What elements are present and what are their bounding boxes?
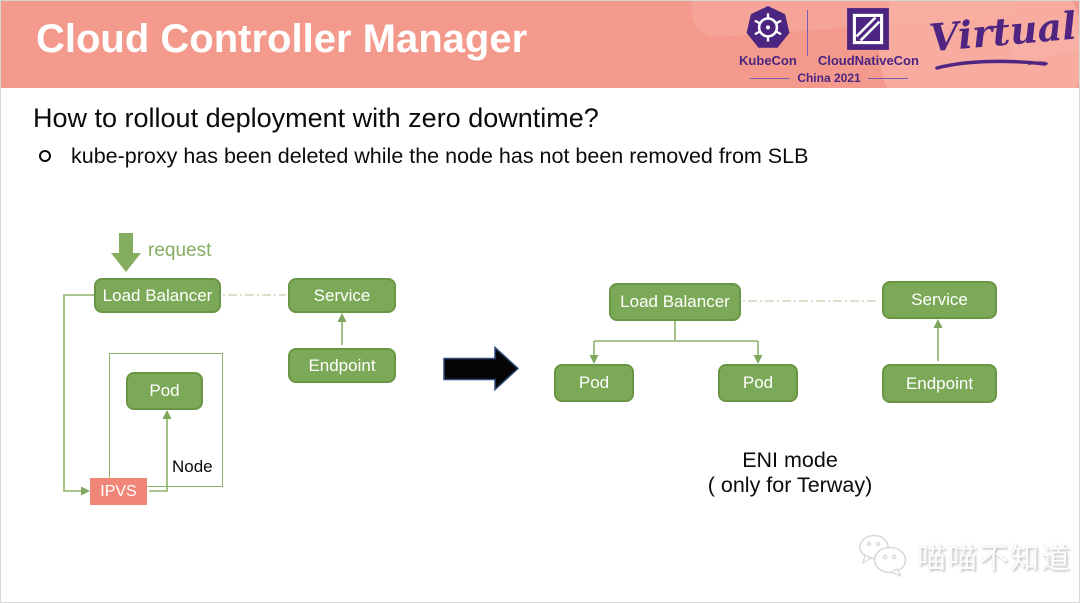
transition-arrow-icon	[443, 345, 520, 392]
service-box-after: Service	[882, 281, 997, 319]
endpoint-box-after: Endpoint	[882, 364, 997, 403]
pod-box-after-left: Pod	[554, 364, 634, 402]
pod-box-after-right: Pod	[718, 364, 798, 402]
virtual-underline-swoosh	[935, 59, 1048, 70]
kubecon-wheel-icon	[746, 6, 790, 48]
edition-label: China 2021	[797, 71, 861, 85]
endpoint-box-before: Endpoint	[288, 348, 396, 383]
request-arrow-icon	[111, 233, 141, 272]
eni-caption-line2: ( only for Terway)	[707, 473, 873, 498]
dash-line	[750, 77, 791, 79]
bullet-marker	[39, 150, 51, 162]
watermark: 喵喵不知道	[857, 533, 1072, 579]
cloudnativecon-label: CloudNativeCon	[817, 53, 919, 68]
eni-caption-line1: ENI mode	[742, 448, 838, 472]
cloudnativecon-square-icon	[847, 8, 890, 50]
logo-row: KubeCon CloudNativeCon	[739, 6, 919, 68]
dash-line	[867, 77, 908, 79]
cloudnativecon-logo: CloudNativeCon	[818, 6, 919, 68]
ipvs-box: IPVS	[90, 478, 147, 505]
request-label: request	[148, 240, 212, 261]
pod-box-before: Pod	[126, 372, 203, 410]
conference-logos: KubeCon CloudNativeCon China 2021	[734, 6, 924, 85]
section-heading: How to rollout deployment with zero down…	[33, 103, 599, 133]
load-balancer-box-after: Load Balancer	[609, 283, 741, 321]
eni-mode-caption: ENI mode ( only for Terway)	[656, 448, 924, 498]
edition-label-row: China 2021	[750, 71, 908, 85]
node-label: Node	[172, 457, 213, 476]
header-banner: Cloud Controller Manager	[1, 1, 1079, 88]
kubecon-label: KubeCon	[739, 53, 797, 68]
page-title: Cloud Controller Manager	[36, 17, 528, 61]
bullet-item: kube-proxy has been deleted while the no…	[39, 144, 808, 169]
kubecon-logo: KubeCon	[739, 6, 797, 68]
bullet-text: kube-proxy has been deleted while the no…	[71, 144, 809, 168]
service-box-before: Service	[288, 278, 396, 313]
logo-divider	[806, 10, 808, 56]
watermark-text: 喵喵不知道	[917, 543, 1073, 575]
load-balancer-box-before: Load Balancer	[94, 278, 221, 313]
wechat-icon	[859, 534, 907, 578]
